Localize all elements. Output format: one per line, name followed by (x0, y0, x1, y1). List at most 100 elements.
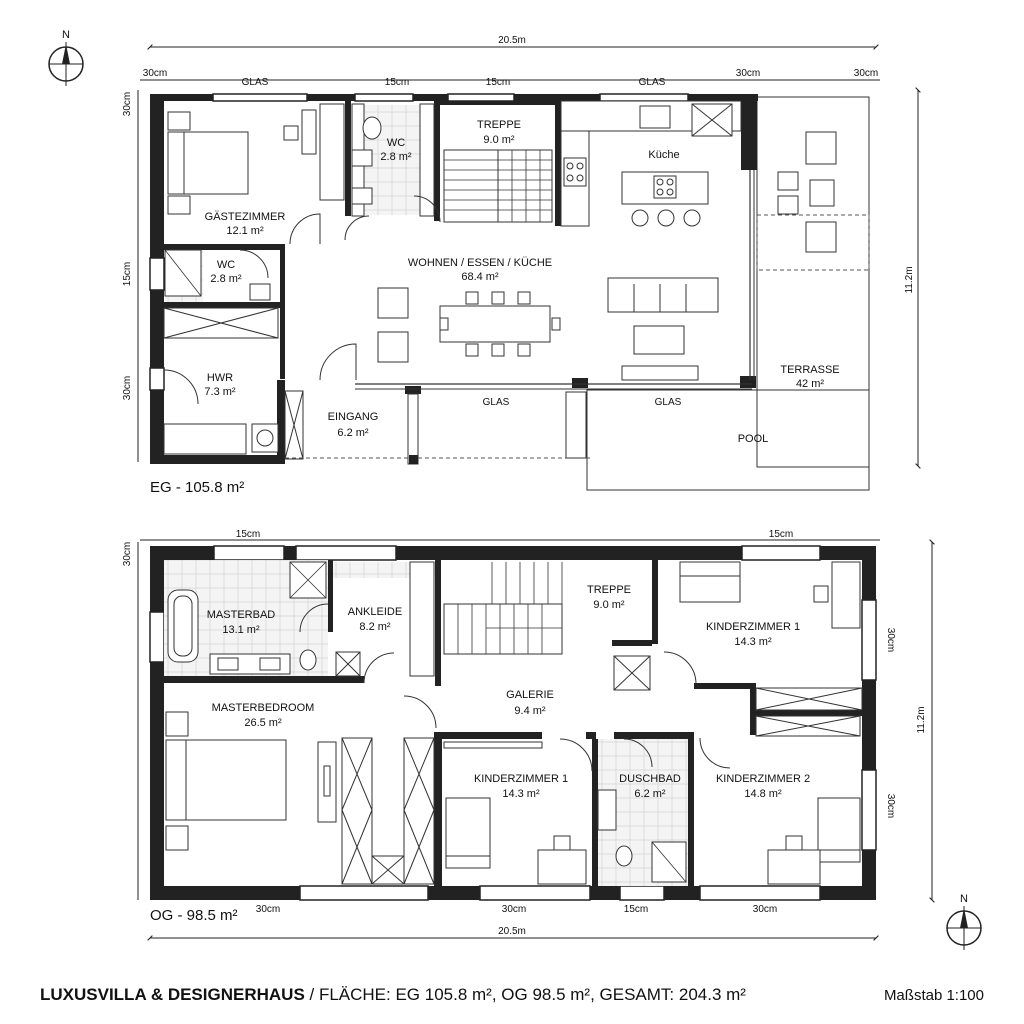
compass-north-label-bottom: N (960, 893, 968, 905)
upper-floor-plan: 15cm 15cm 30cm 11.2m 30cm 30cm 20.5m 30c… (122, 529, 935, 941)
terrace-table (809, 179, 835, 207)
guest-chair (283, 125, 299, 141)
duschbad-door-icon (623, 738, 653, 768)
room-name-terrasse: TERRASSE (780, 364, 839, 376)
kitchen-sink-icon (639, 105, 671, 129)
room-name-eingang: EINGANG (328, 411, 379, 423)
dining-table-icon (439, 305, 551, 343)
stair-icon-og (443, 562, 563, 655)
eg-glas-label-4: GLAS (655, 397, 682, 408)
master-wardrobe-right (403, 737, 435, 885)
toilet-icon (299, 649, 317, 671)
window-top-stair (447, 93, 515, 102)
og-window-bottom-1 (299, 885, 429, 901)
footer-title-bold: LUXUSVILLA & DESIGNERHAUS (40, 985, 305, 1004)
window-top-wc (354, 93, 414, 102)
og-floor-label: OG - 98.5 m² (150, 907, 238, 924)
kid2-chair (785, 835, 803, 851)
washbasin-icon (351, 149, 373, 167)
room-area-kinderzimmer-2: 14.8 m² (744, 788, 782, 800)
ground-floor-plan: 20.5m 30cm GLAS 15cm 15cm GLAS 30cm 30cm… (122, 35, 921, 491)
glass-window-top-2 (599, 93, 689, 102)
kid2-desk (767, 849, 821, 885)
sofa-icon (607, 277, 719, 313)
room-name-hwr: HWR (207, 372, 233, 384)
room-name-kinderzimmer-1-top: KINDERZIMMER 1 (706, 621, 800, 633)
eg-floor-label: EG - 105.8 m² (150, 479, 244, 496)
wc-door-icon (344, 215, 370, 241)
room-name-masterbad: MASTERBAD (207, 609, 276, 621)
room-area-terrasse: 42 m² (796, 378, 824, 390)
og-window-bottom-4 (699, 885, 821, 901)
og-window-ankleide (295, 545, 397, 561)
guest-desk (301, 109, 317, 155)
armchair-icon (377, 331, 409, 363)
room-area-hwr: 7.3 m² (204, 386, 236, 398)
room-name-kueche: Küche (648, 149, 679, 161)
og-window-masterbad (213, 545, 285, 561)
og-window-kinder1 (741, 545, 821, 561)
kid2-door-icon (699, 737, 731, 769)
pool-steps (565, 391, 587, 459)
pool-outline (586, 389, 870, 491)
room-area-eingang: 6.2 m² (337, 427, 369, 439)
eg-width-dimension: 20.5m (498, 35, 526, 46)
room-name-duschbad: DUSCHBAD (619, 773, 681, 785)
entrance-door-icon (319, 343, 357, 381)
master-door-icon (403, 695, 437, 729)
room-name-wc-lower: WC (217, 259, 235, 271)
room-name-pool: POOL (738, 433, 769, 445)
eg-depth-dimension: 11.2m (904, 266, 915, 293)
og-dim-right-30-top: 30cm (885, 628, 896, 652)
eg-dim-left-30-top: 30cm (122, 92, 133, 116)
og-dim-bot-30-a: 30cm (256, 904, 280, 915)
window-left-hwr (149, 367, 165, 391)
room-name-kinderzimmer-1-bottom: KINDERZIMMER 1 (474, 773, 568, 785)
eg-glas-label-2: GLAS (639, 77, 666, 88)
og-window-bottom-3 (619, 885, 665, 901)
kid1b-door-icon (559, 738, 593, 772)
og-dim-right-30-bottom: 30cm (885, 794, 896, 818)
toilet-icon (615, 845, 633, 867)
terrace-outline (756, 96, 870, 468)
room-name-treppe-og: TREPPE (587, 584, 631, 596)
kid1b-desk (537, 849, 587, 885)
bar-stool-icon (683, 209, 701, 227)
eg-dim-left-15: 15cm (122, 262, 133, 286)
guest-nightstand (167, 195, 191, 215)
room-name-ankleide: ANKLEIDE (348, 606, 402, 618)
terrace-stool (777, 171, 799, 191)
guest-door-icon (289, 213, 321, 245)
north-compass-icon (48, 42, 84, 86)
room-area-gaestezimmer: 12.1 m² (226, 225, 264, 237)
room-area-treppe-og: 9.0 m² (593, 599, 625, 611)
masterbad-door-icon (299, 603, 329, 633)
wc-cabinet (419, 103, 435, 217)
window-left-wc (149, 257, 165, 291)
guest-nightstand (167, 111, 191, 131)
og-window-right-top (861, 599, 877, 681)
washbasin-icon (249, 283, 271, 301)
room-name-gaestezimmer: GÄSTEZIMMER (205, 211, 286, 223)
eg-dim-top-15-b: 15cm (486, 77, 510, 88)
room-area-treppe-eg: 9.0 m² (483, 134, 515, 146)
terrace-lounge-chair (805, 131, 837, 165)
footer-title: LUXUSVILLA & DESIGNERHAUS / FLÄCHE: EG 1… (40, 985, 746, 1004)
eg-dim-top-30-right: 30cm (736, 68, 760, 79)
og-dim-top-15-left: 15cm (236, 529, 260, 540)
coffee-table (633, 325, 685, 355)
room-area-masterbedroom: 26.5 m² (244, 717, 282, 729)
kid1-chair (813, 585, 829, 603)
washbasin-icon (597, 789, 617, 831)
cooktop-icon (563, 157, 587, 187)
room-name-galerie: GALERIE (506, 689, 554, 701)
room-area-masterbad: 13.1 m² (222, 624, 260, 636)
terrace-canopy (756, 214, 870, 271)
compass-north-label: N (62, 29, 70, 41)
room-area-galerie: 9.4 m² (514, 705, 546, 717)
wc-lower-door-icon (239, 249, 269, 279)
bar-stool-icon (657, 209, 675, 227)
terrace-stool (777, 195, 799, 215)
room-name-treppe-eg: TREPPE (477, 119, 521, 131)
eg-dim-left-30-bottom: 30cm (122, 376, 133, 400)
